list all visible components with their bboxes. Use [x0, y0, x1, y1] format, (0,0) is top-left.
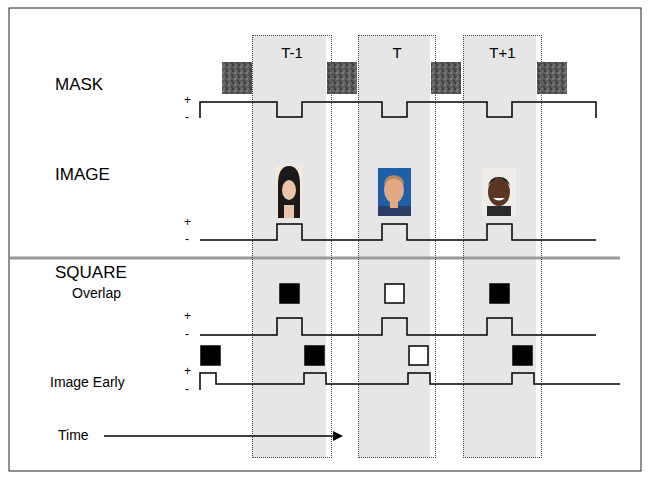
- band-fills: [252, 35, 536, 458]
- time-arrow: [104, 435, 335, 437]
- level-marker-holder: +: [184, 216, 191, 229]
- signal-name: MASK: [55, 75, 103, 94]
- face-t-plus-1: [482, 168, 516, 216]
- level-marker-holder: +: [184, 310, 191, 323]
- level-marker: +: [184, 309, 191, 323]
- time-window-band: T: [358, 35, 436, 458]
- level-marker: +: [184, 364, 191, 378]
- face-t-minus-1: [276, 165, 302, 218]
- signal-name-holder: SQUARE: [55, 264, 127, 283]
- level-marker-holder: +: [184, 365, 191, 378]
- frame: [9, 8, 641, 471]
- level-marker-holder: -: [185, 233, 189, 246]
- level-marker-holder: -: [185, 111, 189, 124]
- window-label: T+1: [464, 36, 541, 61]
- level-marker: +: [184, 93, 191, 107]
- level-marker: -: [185, 327, 189, 341]
- separator: [10, 257, 620, 260]
- time-arrowhead: [333, 431, 343, 441]
- signal-name-holder: MASK: [55, 76, 103, 95]
- mask-squares: [222, 62, 567, 94]
- time-window-band: T-1: [252, 35, 332, 458]
- signal-name: Image Early: [50, 374, 125, 390]
- signal-name: Overlap: [72, 285, 121, 301]
- signal-name-holder: Overlap: [72, 286, 121, 301]
- image-early-squares: [201, 346, 532, 365]
- window-label: T: [359, 36, 435, 61]
- face-t: [378, 168, 411, 216]
- level-marker-holder: -: [185, 328, 189, 341]
- signal-name-holder: Image Early: [50, 375, 125, 390]
- signal-name-holder: IMAGE: [55, 166, 110, 185]
- mask-trace: [200, 102, 596, 118]
- time-window-band: T+1: [463, 35, 542, 458]
- level-marker: -: [185, 110, 189, 124]
- level-marker-holder: -: [185, 383, 189, 396]
- axis-label-holder: Time: [58, 428, 89, 443]
- signal-name: IMAGE: [55, 165, 110, 184]
- level-marker-holder: +: [184, 94, 191, 107]
- signal-name: SQUARE: [55, 263, 127, 282]
- overlap-squares: [280, 284, 509, 303]
- window-label: T-1: [253, 36, 331, 61]
- overlap-trace: [200, 318, 596, 335]
- image-early-trace: [200, 373, 620, 390]
- level-marker: -: [185, 382, 189, 396]
- image-trace: [200, 224, 596, 240]
- axis-label: Time: [58, 427, 89, 443]
- level-marker: -: [185, 232, 189, 246]
- level-marker: +: [184, 215, 191, 229]
